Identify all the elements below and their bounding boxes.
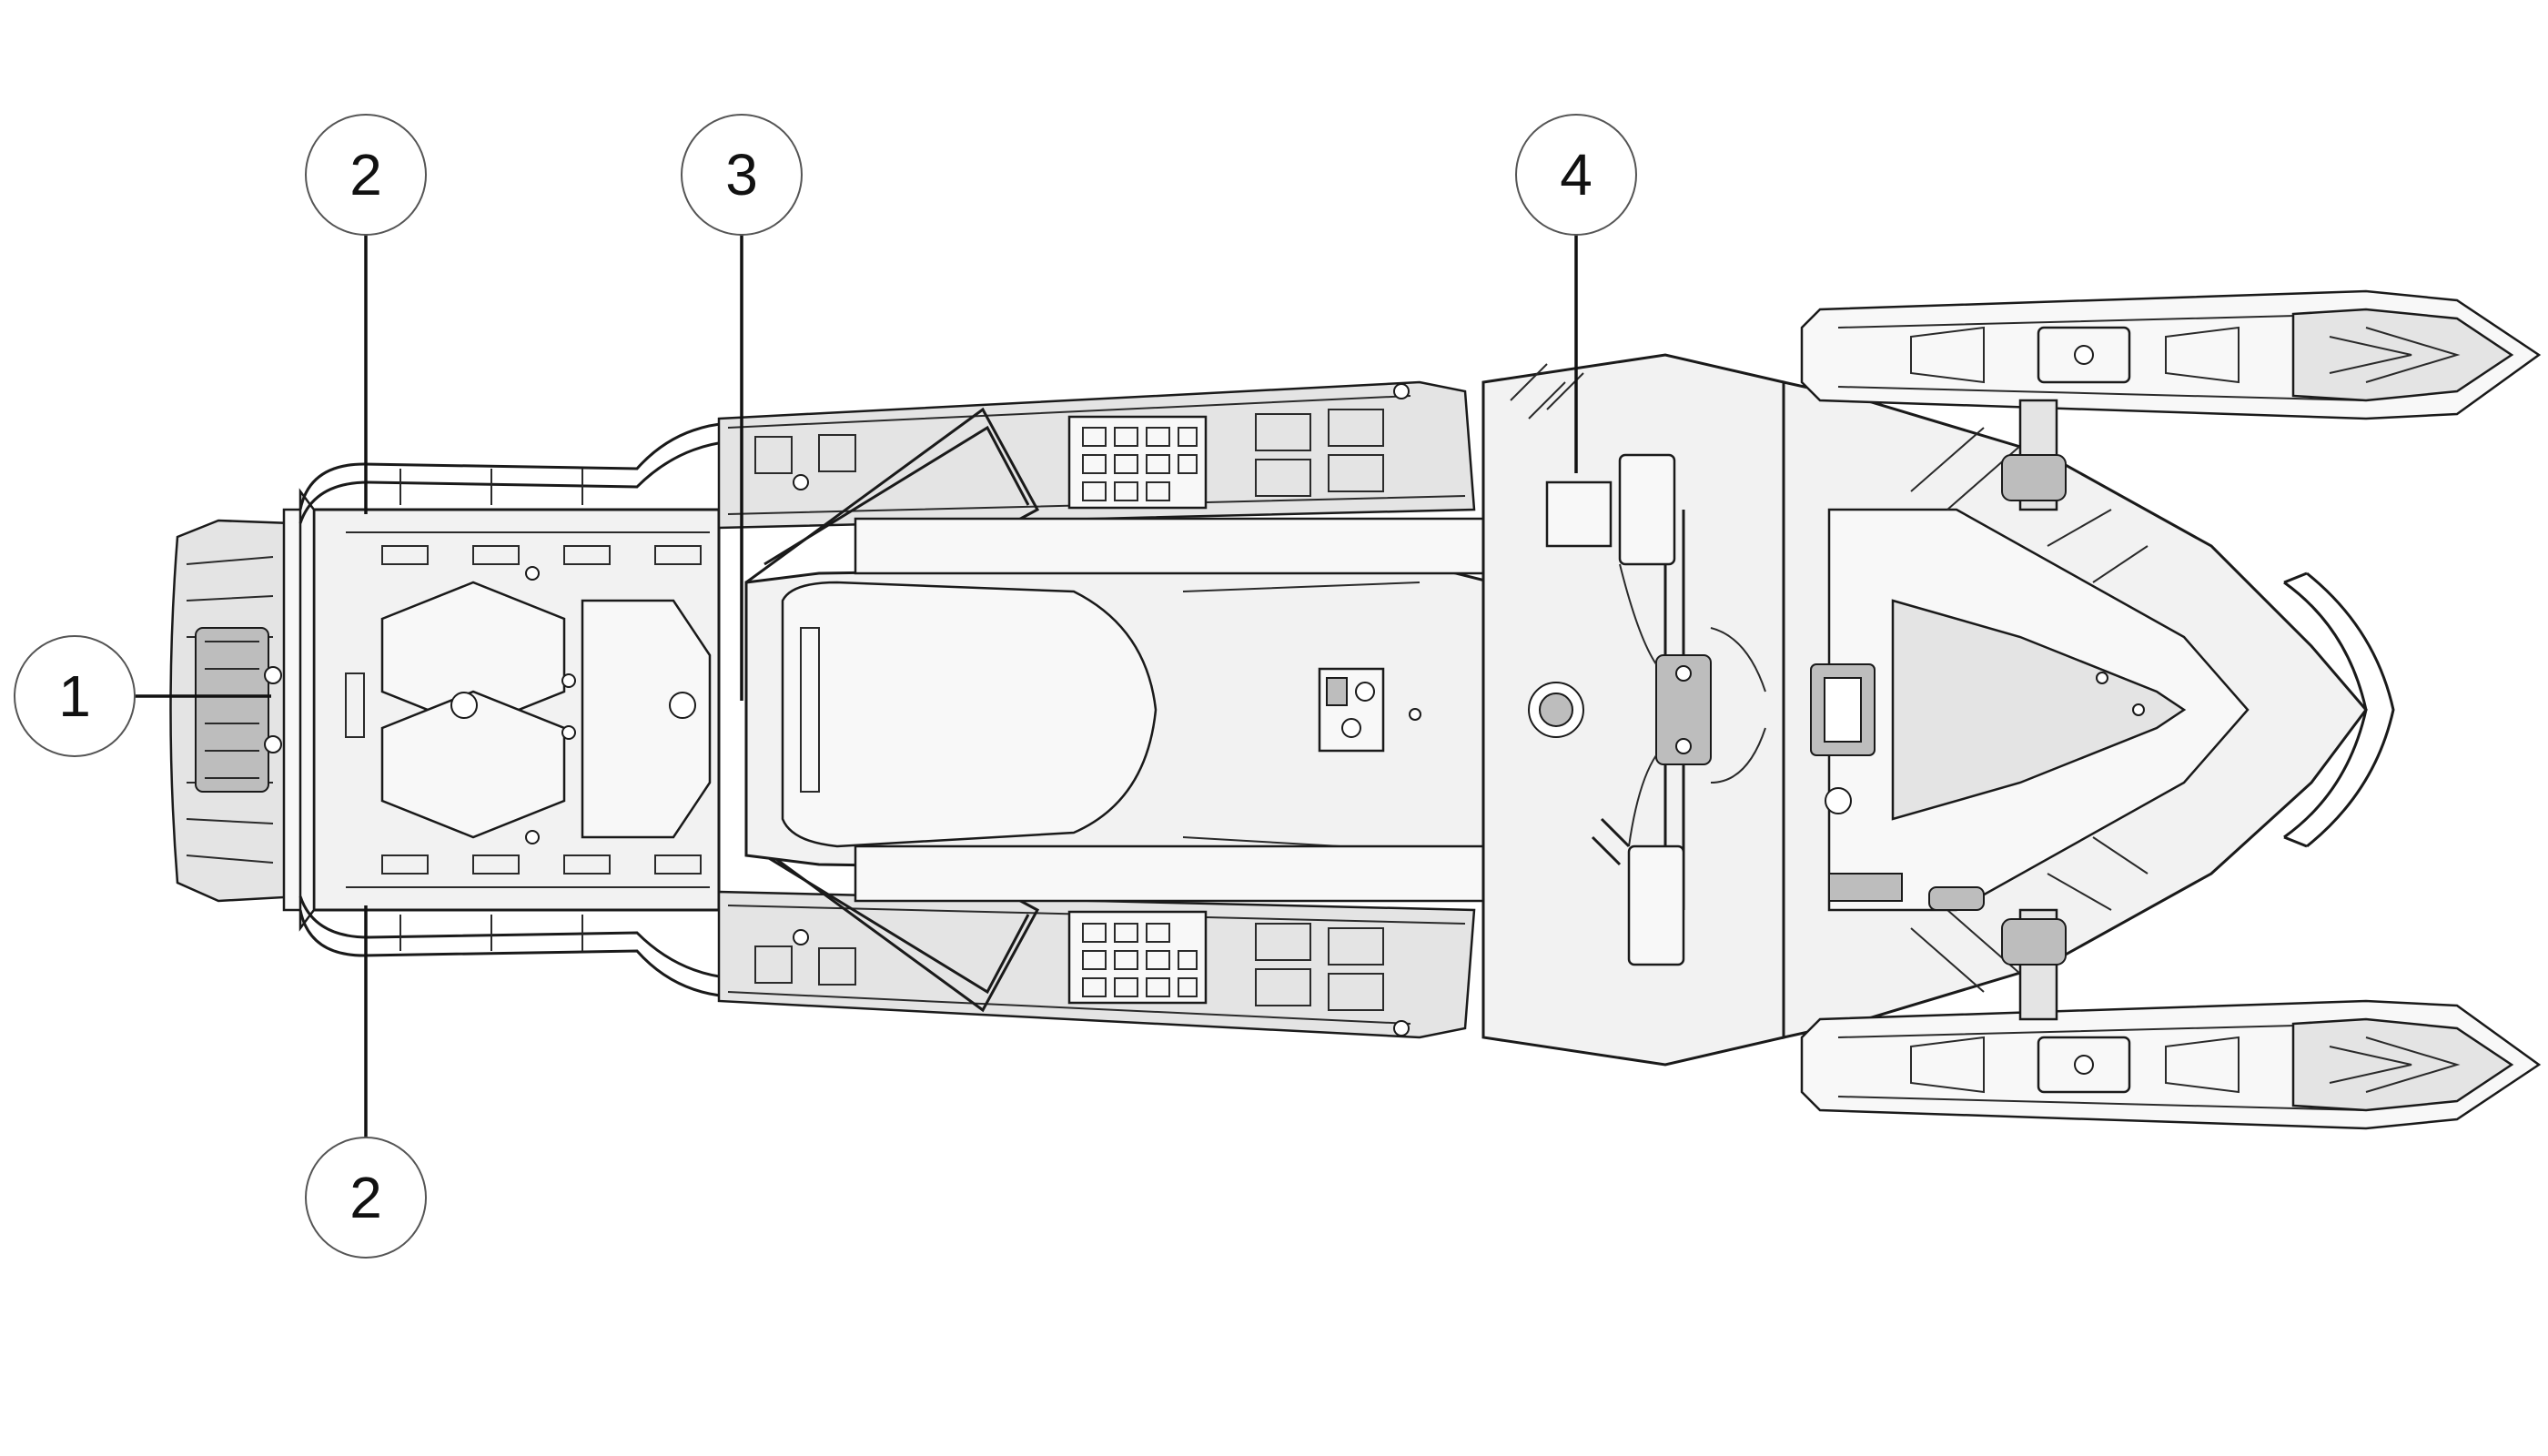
callout-4-label: 4 [1560, 142, 1592, 207]
rear-bumper [169, 508, 313, 912]
ski-bottom [1800, 908, 2542, 1130]
rear-tunnel-deck [298, 488, 721, 932]
callout-2-top-label: 2 [349, 142, 382, 207]
front-cowl [1782, 380, 2368, 1039]
rear-rack-rails [298, 417, 793, 1003]
callout-2-top: 2 [305, 114, 427, 236]
handlebar-assembly [1591, 453, 1766, 966]
callout-4: 4 [1515, 114, 1637, 236]
snowmobile-illustration [169, 289, 2542, 1130]
callout-2-bottom: 2 [305, 1137, 427, 1259]
front-bumper [2283, 571, 2395, 848]
tunnel-side [854, 517, 1485, 903]
callout-1-label: 1 [58, 663, 91, 729]
running-board-top [717, 380, 1476, 530]
seat [744, 562, 1540, 875]
callout-3-label: 3 [725, 142, 758, 207]
ski-top [1800, 289, 2542, 511]
callout-3: 3 [681, 114, 803, 236]
leader-lines [135, 235, 1578, 1138]
console-area [1481, 353, 1785, 1067]
callout-2-bottom-label: 2 [349, 1165, 382, 1230]
callout-1: 1 [14, 635, 136, 757]
running-board-bottom [717, 890, 1476, 1039]
